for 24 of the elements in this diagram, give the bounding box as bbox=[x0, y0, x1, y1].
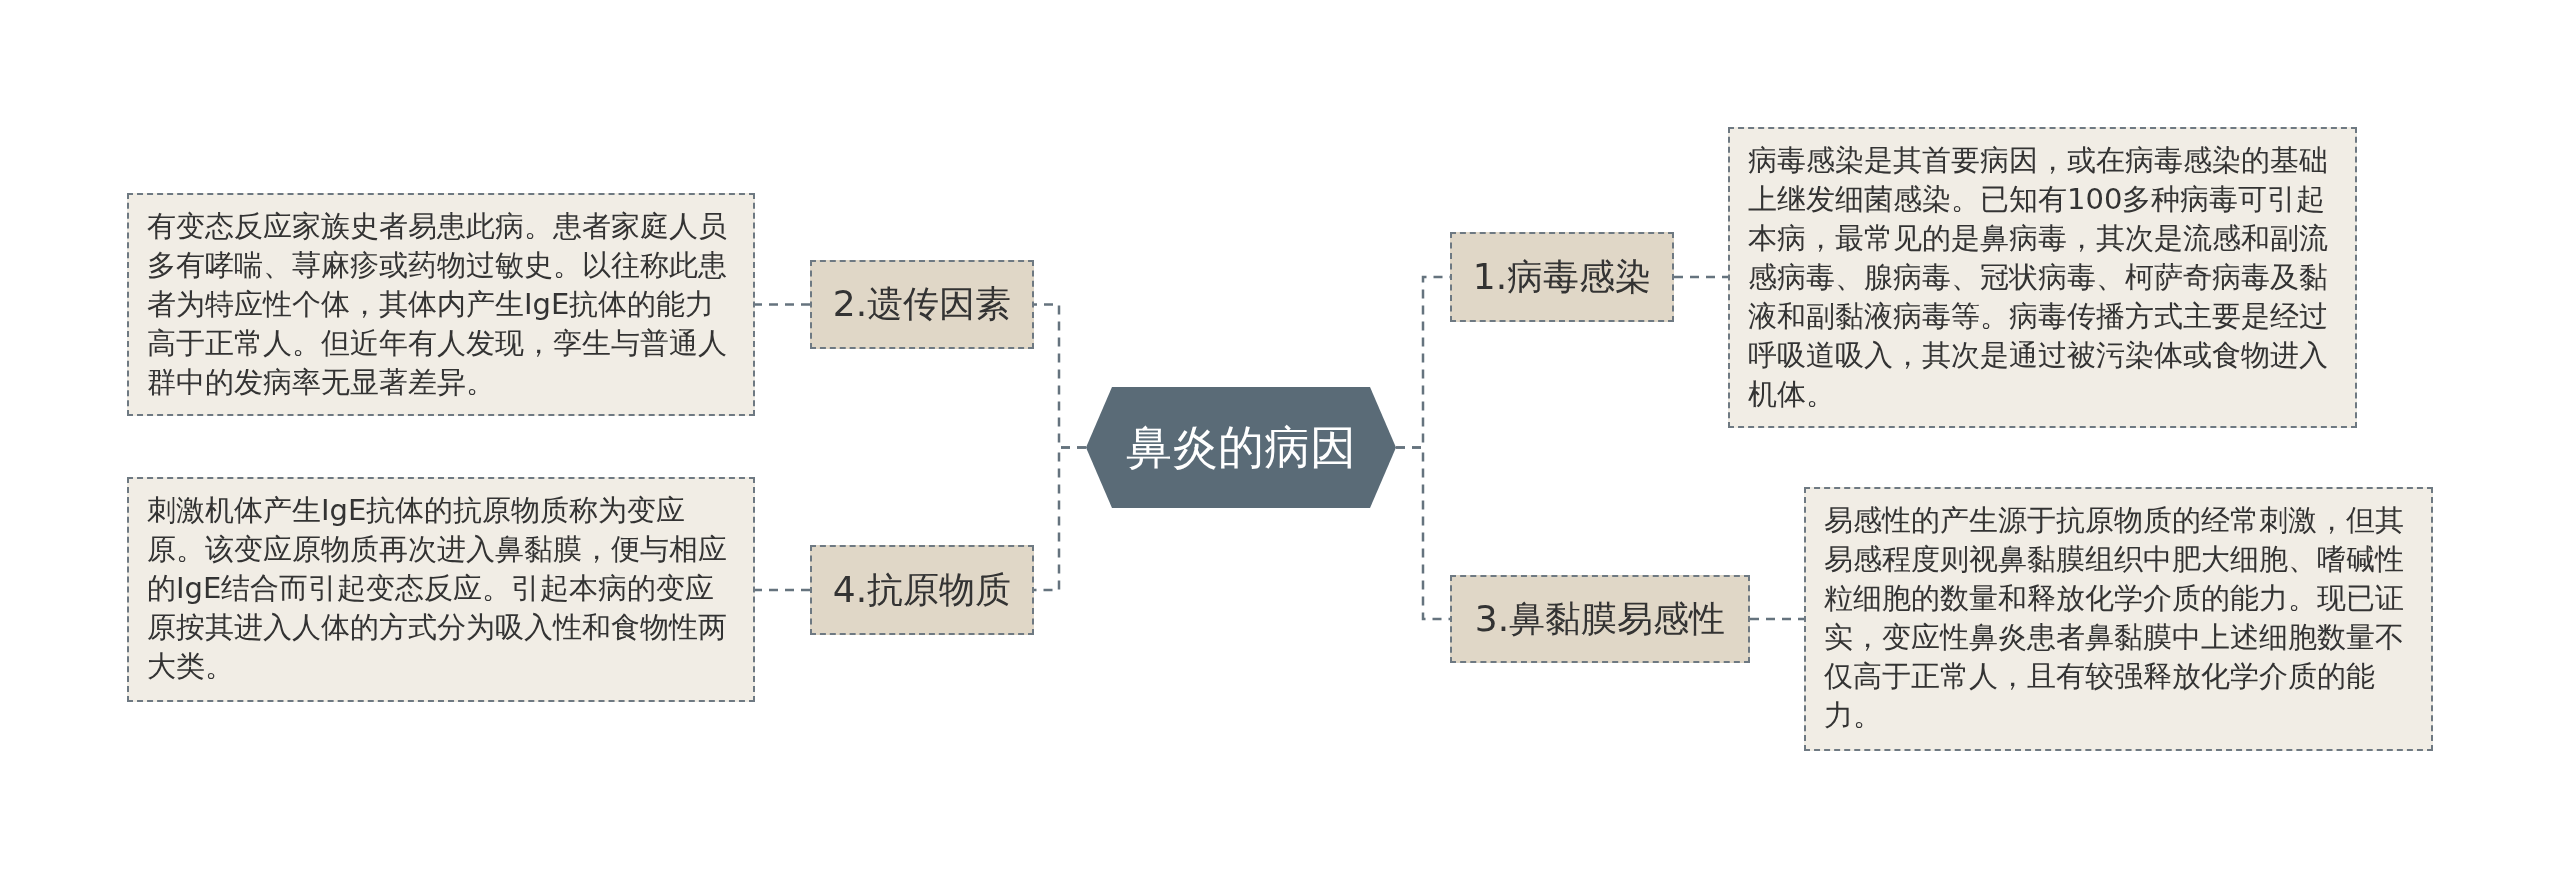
connector-line bbox=[755, 303, 810, 306]
subtopic-label: 3.鼻黏膜易感性 bbox=[1474, 596, 1726, 641]
central-topic-hexagon bbox=[1086, 387, 1396, 508]
central-topic-text: 鼻炎的病因 bbox=[1126, 418, 1356, 476]
subtopic-box bbox=[810, 260, 1034, 349]
subtopic-box bbox=[1450, 575, 1750, 663]
connector-line bbox=[1396, 446, 1450, 621]
connector-line bbox=[1750, 617, 1804, 621]
subtopic-label: 2.遗传因素 bbox=[832, 282, 1012, 326]
connector-line bbox=[1034, 446, 1086, 592]
subtopic-box bbox=[810, 545, 1034, 635]
subtopic-label: 1.病毒感染 bbox=[1472, 254, 1652, 299]
subtopic-box bbox=[1450, 232, 1674, 322]
connector-line bbox=[1674, 275, 1728, 279]
note-text: 病毒感染是其首要病因，或在病毒感染的基础上继发细菌感染。已知有100多种病毒可引起本病，最常见的是鼻病毒，其次是流感和副流感病毒、腺病毒、冠状病毒、柯萨奇病毒及黏液和副黏液病毒等。病毒传播方式主要是经过呼吸道吸入，其次是通过被污染体或食物进入机体。 bbox=[1748, 142, 2329, 413]
note-text: 有变态反应家族史者易患此病。患者家庭人员多有哮喘、荨麻疹或药物过敏史。以往称此患者为特应性个体，其体内产生IgE抗体的能力高于正常人。但近年有人发现，孪生与普通人群中的发病率无显著差异。 bbox=[147, 208, 728, 401]
note-box bbox=[127, 193, 755, 416]
note-box bbox=[127, 477, 755, 702]
connector-line bbox=[755, 588, 810, 592]
note-box bbox=[1728, 127, 2357, 428]
subtopic-label: 4.抗原物质 bbox=[832, 567, 1012, 612]
note-text: 易感性的产生源于抗原物质的经常刺激，但其易感程度则视鼻黏膜组织中肥大细胞、嗜碱性粒细胞的数量和释放化学介质的能力。现已证实，变应性鼻炎患者鼻黏膜中上述细胞数量不仅高于正常人，且有较强释放化学介质的能力。 bbox=[1824, 502, 2405, 734]
note-text: 刺激机体产生IgE抗体的抗原物质称为变应原。该变应原物质再次进入鼻黏膜，便与相应的IgE结合而引起变态反应。引起本病的变应原按其进入人体的方式分为吸入性和食物性两大类。 bbox=[147, 492, 728, 685]
note-box bbox=[1804, 487, 2433, 751]
